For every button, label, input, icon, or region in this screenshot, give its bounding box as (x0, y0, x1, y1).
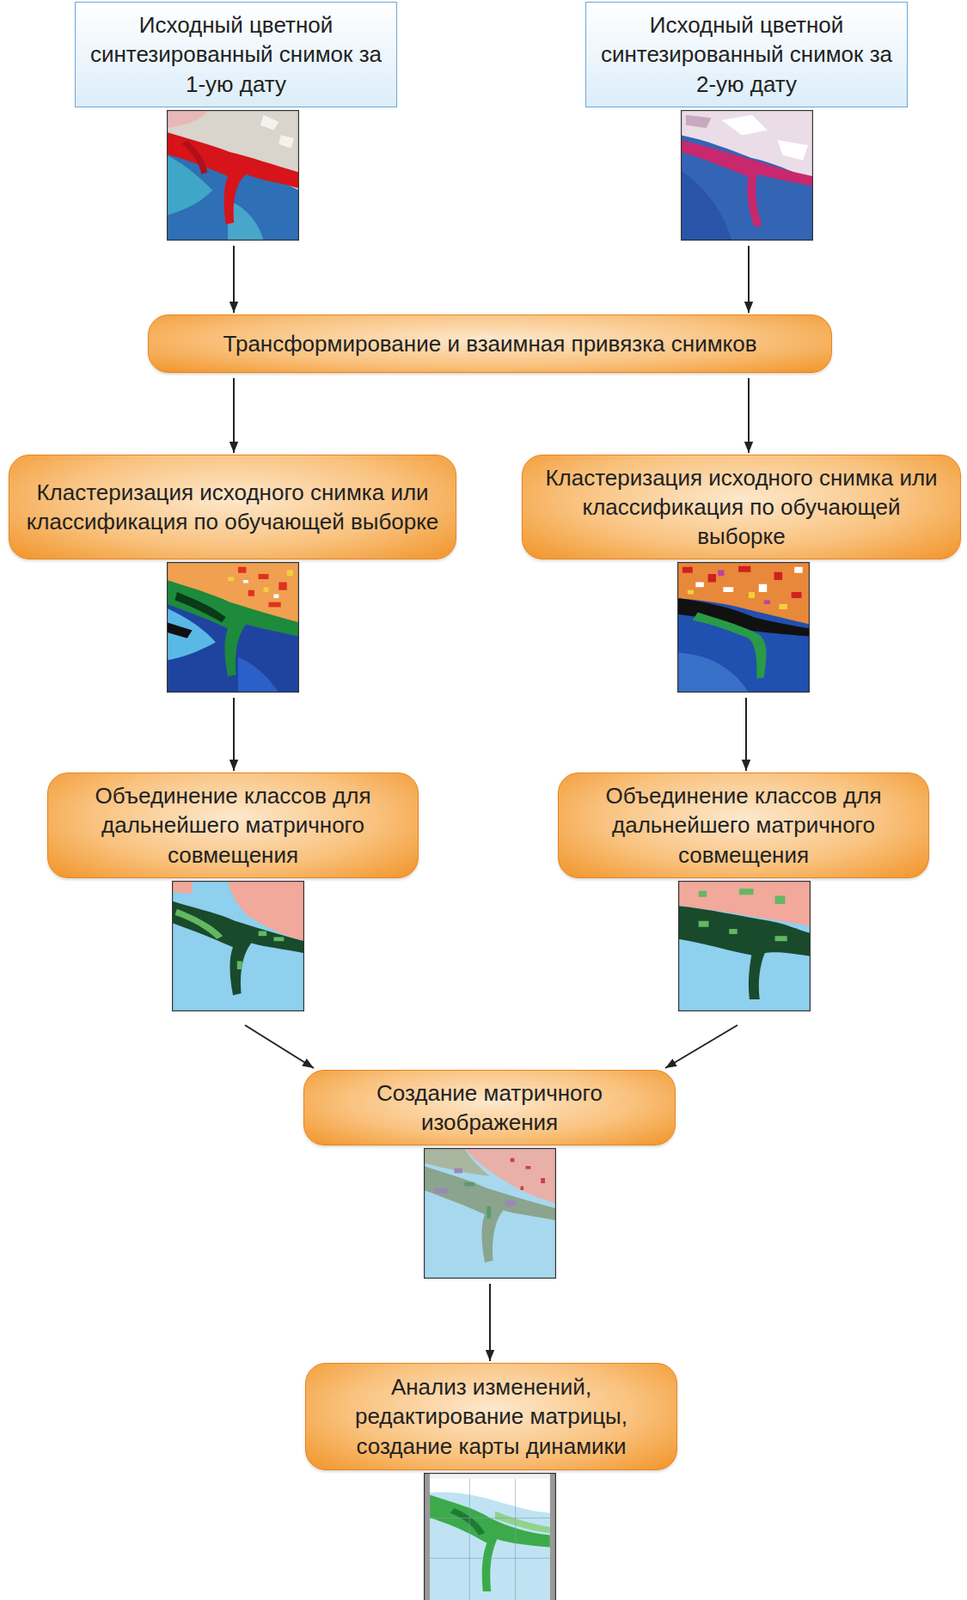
process-box: Объединение классов для дальнейшего матр… (47, 772, 419, 879)
classified-thumbnail (677, 562, 810, 693)
change-map-thumbnail (423, 1473, 557, 1600)
flow-arrow (489, 1284, 491, 1362)
flow-arrow (747, 245, 750, 313)
process-box: Кластеризация исходного снимка или класс… (8, 454, 457, 560)
box-label: Трансформирование и взаимная привязка сн… (223, 329, 758, 359)
process-box: Создание матричного изображения (303, 1070, 676, 1146)
box-label: Анализ изменений, редактирование матрицы… (319, 1372, 663, 1462)
process-box: Анализ изменений, редактирование матрицы… (305, 1363, 678, 1471)
flow-arrow (665, 1025, 738, 1069)
merged-classes-thumbnail (171, 881, 305, 1012)
flow-arrow (747, 378, 750, 453)
box-label: Исходный цветной синтезированный снимок … (89, 10, 383, 99)
flow-arrow (244, 1025, 314, 1069)
box-label: Объединение классов для дальнейшего матр… (572, 781, 915, 870)
box-label: Создание матричного изображения (318, 1078, 661, 1139)
flow-arrow (232, 245, 235, 313)
process-box: Объединение классов для дальнейшего матр… (557, 772, 930, 879)
box-label: Объединение классов для дальнейшего матр… (61, 781, 404, 870)
flow-arrow (232, 697, 235, 772)
input-box: Исходный цветной синтезированный снимок … (585, 1, 908, 108)
box-label: Кластеризация исходного снимка или класс… (536, 463, 947, 552)
input-box: Исходный цветной синтезированный снимок … (74, 1, 398, 108)
merged-classes-thumbnail (678, 881, 811, 1012)
process-box: Кластеризация исходного снимка или класс… (521, 454, 961, 560)
classified-thumbnail (166, 562, 300, 693)
matrix-thumbnail (423, 1148, 557, 1280)
satellite-thumbnail (680, 110, 814, 241)
satellite-thumbnail (166, 110, 300, 241)
box-label: Кластеризация исходного снимка или класс… (23, 477, 442, 538)
flow-arrow (232, 378, 235, 453)
box-label: Исходный цветной синтезированный снимок … (599, 10, 894, 99)
flow-arrow (745, 697, 747, 772)
process-box: Трансформирование и взаимная привязка сн… (147, 314, 833, 374)
